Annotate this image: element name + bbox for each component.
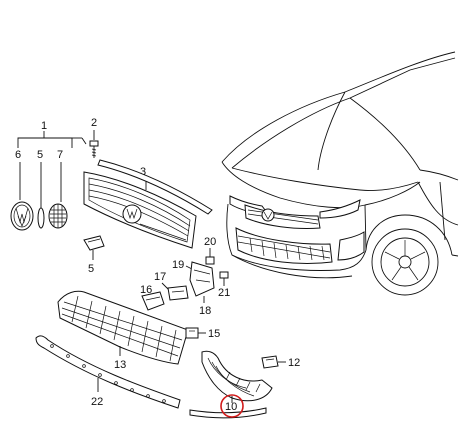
callout-label-20: 20	[204, 236, 216, 248]
screw-part-2: 2	[89, 117, 99, 158]
callout-label-10: 10	[225, 401, 237, 413]
callout-group-1: 1 6 5 7	[15, 120, 87, 212]
callout-label-15: 15	[208, 328, 220, 340]
bracket-cluster: 20 19 18 21 17 16	[140, 236, 230, 317]
vehicle-front-illustration	[221, 51, 459, 296]
callout-label-17: 17	[154, 271, 166, 283]
callout-label-2: 2	[91, 117, 97, 129]
clip-part-12: 12	[261, 355, 300, 369]
callout-label-5b: 5	[88, 263, 94, 275]
clip-part-15: 15	[185, 327, 220, 340]
callout-label-6: 6	[15, 149, 21, 161]
callout-label-18: 18	[199, 305, 211, 317]
callout-label-5a: 5	[37, 149, 43, 161]
spoiler-lip-part-22: 22	[35, 335, 181, 409]
emblem-carrier-part-7	[48, 203, 68, 229]
vw-emblem-part-6	[10, 201, 45, 231]
callout-label-13: 13	[114, 359, 126, 371]
highlight-circle-10	[220, 394, 244, 418]
callout-label-1: 1	[41, 120, 47, 132]
callout-label-22: 22	[91, 396, 103, 408]
lower-grille-part-13: 13	[57, 290, 189, 371]
callout-label-3: 3	[140, 166, 146, 178]
callout-label-12: 12	[288, 357, 300, 369]
side-grille-part-10: 10	[189, 350, 273, 419]
callout-label-21: 21	[218, 287, 230, 299]
callout-label-16: 16	[140, 284, 152, 296]
clip-part-5: 5	[83, 235, 105, 275]
callout-label-7: 7	[57, 149, 63, 161]
callout-label-19: 19	[172, 259, 184, 271]
radiator-grille-part-3: 3	[83, 159, 213, 249]
